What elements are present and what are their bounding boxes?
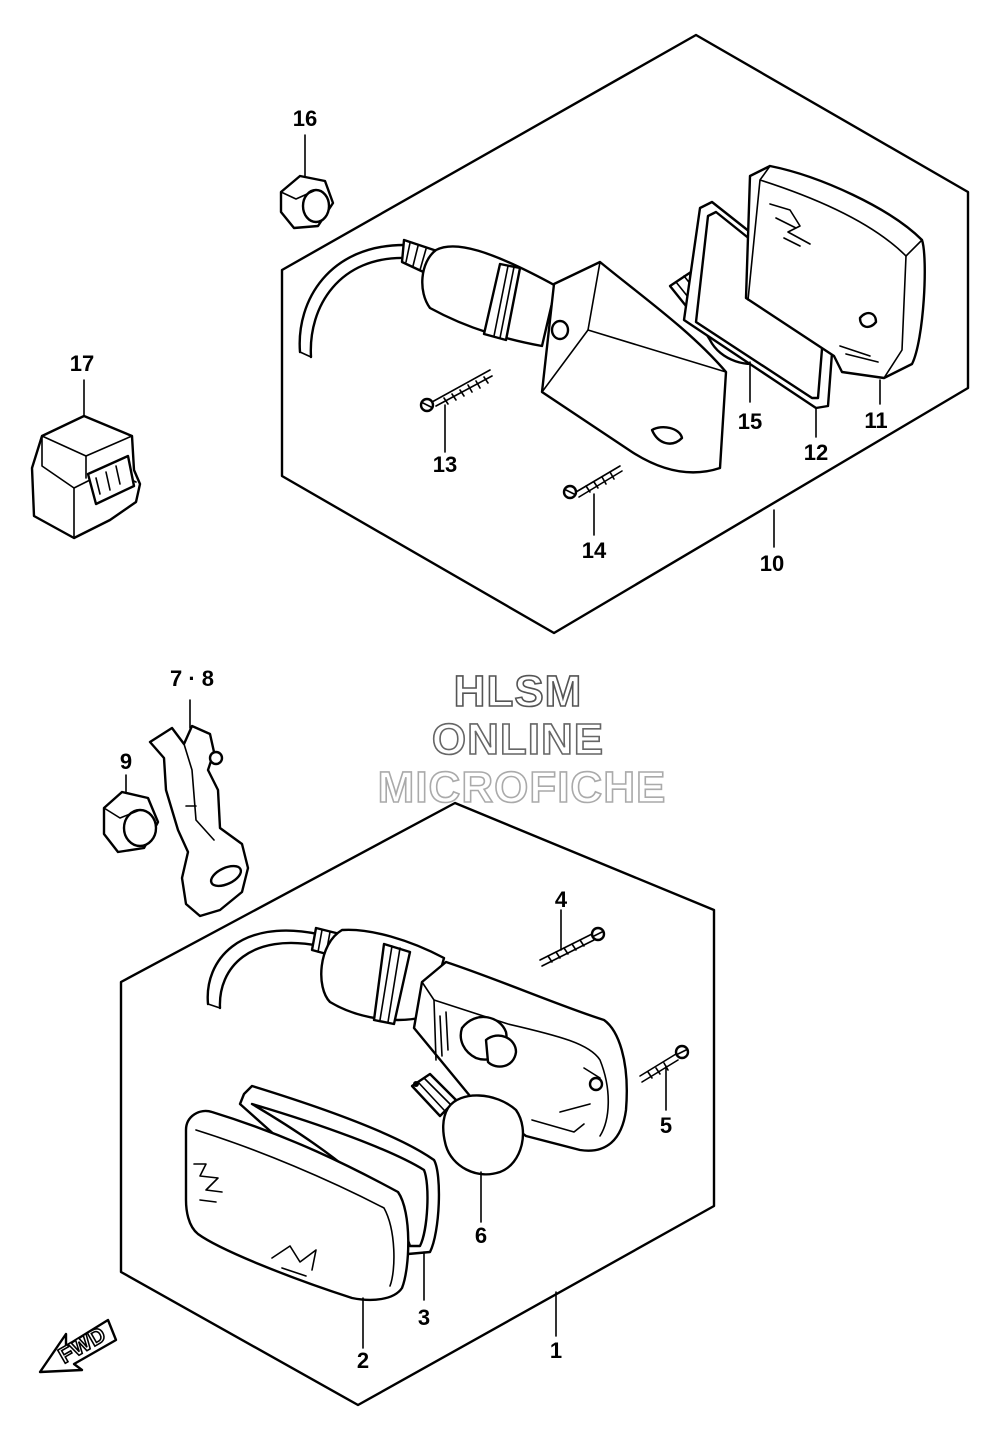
callout-15[interactable]: 15 [738, 409, 762, 434]
callout-16[interactable]: 16 [293, 106, 317, 131]
fwd-direction-badge: FWD [38, 1318, 118, 1374]
watermark: HLSM ONLINE MICROFICHE [377, 666, 667, 813]
watermark-line-1: HLSM [454, 667, 583, 716]
callout-10[interactable]: 10 [760, 551, 784, 576]
callout-4[interactable]: 4 [555, 887, 568, 912]
front-turn-signal-group [119, 801, 716, 1407]
callout-12[interactable]: 12 [804, 440, 828, 465]
nut-icon[interactable] [279, 174, 335, 230]
screw-icon[interactable] [539, 909, 606, 967]
screw-icon[interactable] [419, 369, 493, 413]
callout-3[interactable]: 3 [418, 1305, 430, 1330]
group-outline-10 [280, 33, 970, 635]
callout-7-8[interactable]: 7 · 8 [170, 666, 214, 691]
screw-icon[interactable] [562, 465, 623, 500]
nut-icon[interactable] [102, 774, 160, 854]
watermark-line-2: ONLINE [432, 715, 604, 764]
signal-lens-icon[interactable] [184, 1109, 410, 1349]
watermark-line-3: MICROFICHE [378, 763, 667, 812]
group-outline-1 [119, 801, 716, 1407]
rear-signal-housing-icon[interactable] [298, 238, 728, 474]
bulb-icon[interactable] [410, 1072, 525, 1223]
relay-icon[interactable] [30, 379, 142, 540]
rear-turn-signal-group [279, 33, 970, 635]
callout-2[interactable]: 2 [357, 1348, 369, 1373]
callout-5[interactable]: 5 [660, 1113, 672, 1138]
bracket-icon[interactable] [148, 699, 250, 918]
screw-icon[interactable] [639, 1044, 690, 1111]
forward-arrow-icon [38, 1318, 118, 1374]
callout-1[interactable]: 1 [550, 1338, 562, 1363]
callout-11[interactable]: 11 [864, 408, 887, 433]
front-signal-housing-icon[interactable] [206, 926, 628, 1152]
callout-9[interactable]: 9 [120, 749, 132, 774]
signal-lens-icon[interactable] [744, 164, 926, 380]
callout-14[interactable]: 14 [582, 538, 607, 563]
callout-6[interactable]: 6 [475, 1223, 487, 1248]
callout-17[interactable]: 17 [70, 351, 94, 376]
callout-labels: 16 17 13 14 15 12 11 10 7 · 8 9 4 5 6 3 … [70, 106, 888, 1373]
callout-13[interactable]: 13 [433, 452, 457, 477]
